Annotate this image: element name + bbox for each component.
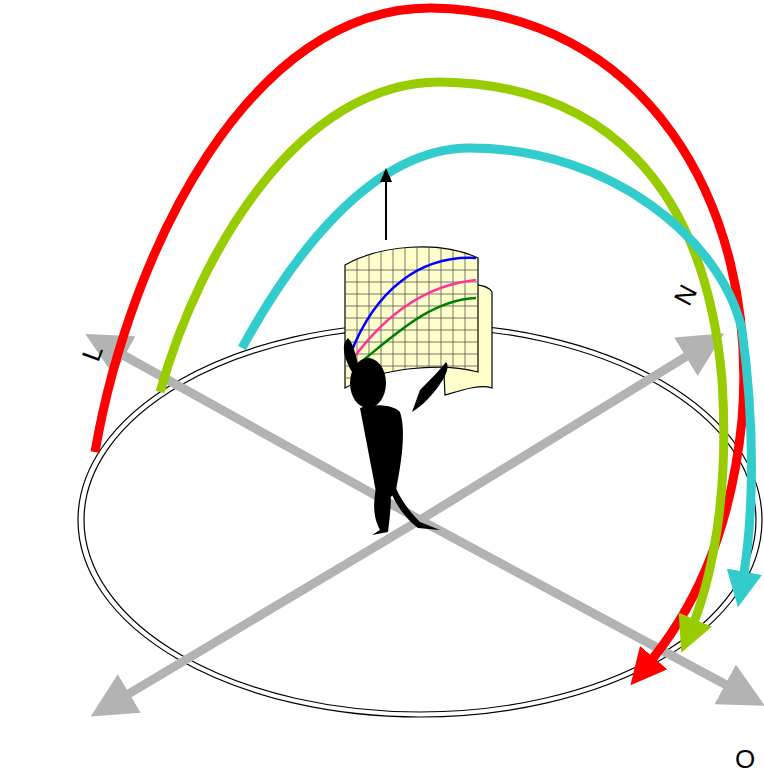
- compass-letter: O: [735, 746, 755, 772]
- horizon-ring: [78, 323, 762, 717]
- compass-arrow: [105, 345, 420, 520]
- winter-sun-path: [242, 148, 751, 585]
- chart-curve: [356, 298, 476, 366]
- equinox-sun-path: [160, 82, 724, 632]
- compass-letter: N: [670, 281, 702, 310]
- summer-sun-path: [95, 8, 744, 668]
- observer-silhouette: [344, 338, 448, 535]
- compass-arrow: [110, 520, 420, 705]
- zenith-arrow: [385, 180, 387, 240]
- compass-letter: L: [78, 342, 107, 364]
